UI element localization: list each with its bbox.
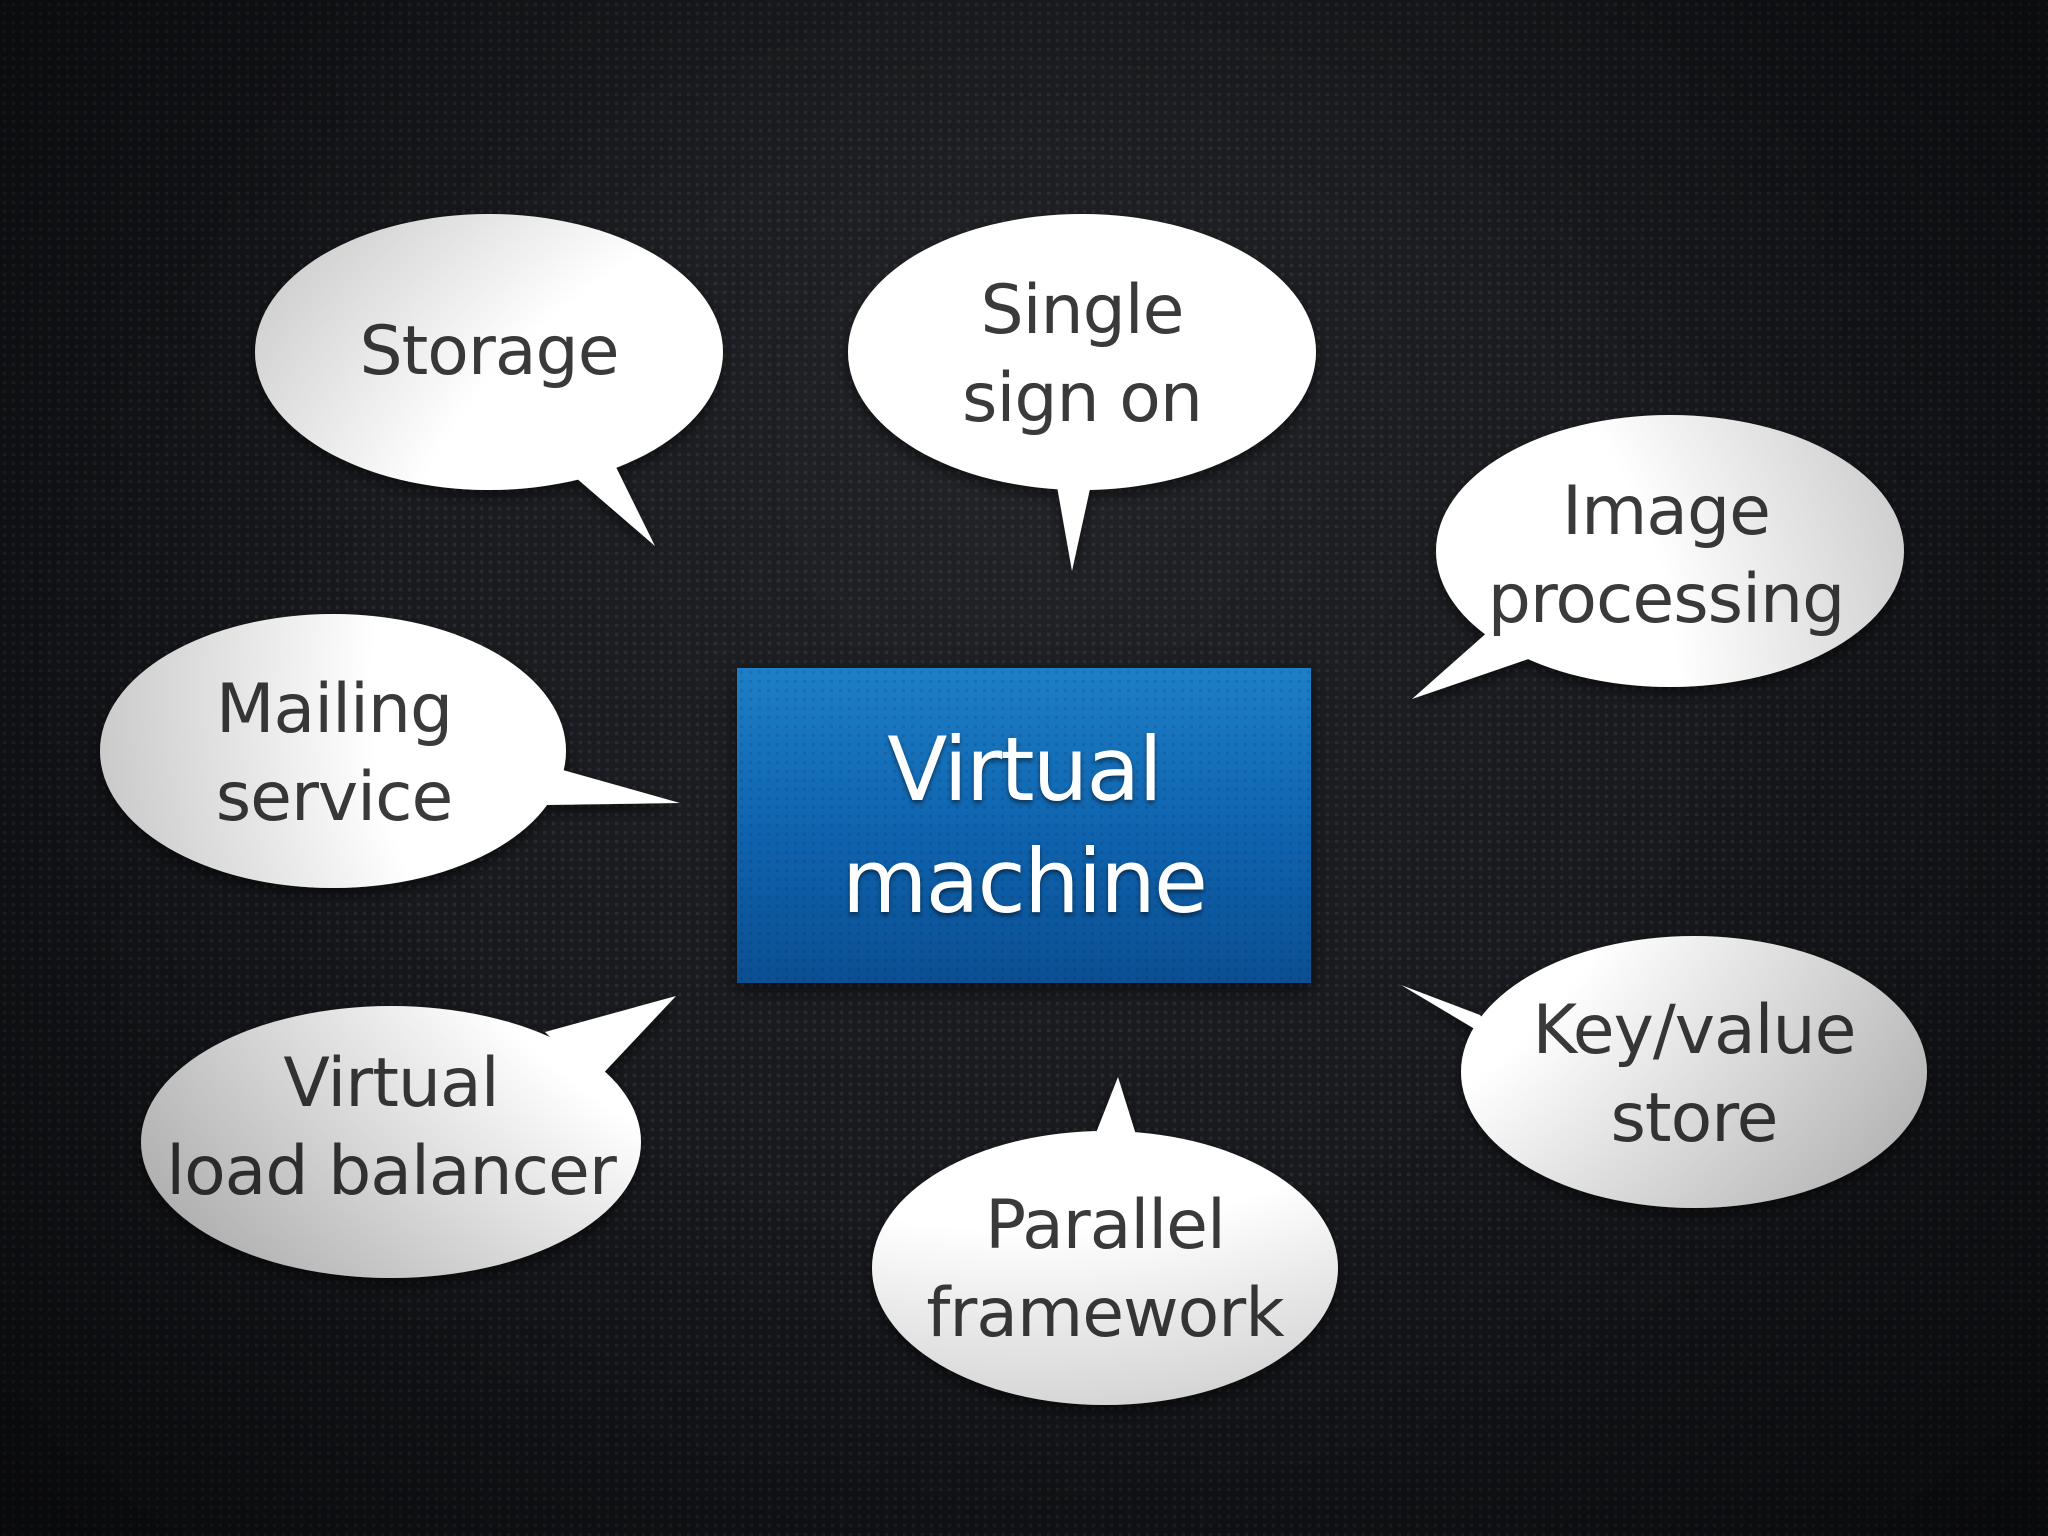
virtual-machine-box: Virtual machine (737, 668, 1311, 983)
parallel-framework-label: Parallel framework (926, 1186, 1284, 1353)
speech-bubble-key-value-store (1401, 936, 1927, 1208)
speech-bubble-storage (255, 214, 723, 546)
image-processing-label: Image processing (1487, 472, 1845, 639)
speech-bubble-parallel-framework (872, 1077, 1338, 1405)
speech-bubble-virtual-load-balancer (141, 996, 676, 1278)
speech-bubble-mailing-service (100, 614, 680, 888)
key-value-store-label: Key/value store (1532, 991, 1857, 1158)
single-sign-on-label: Single sign on (962, 271, 1203, 438)
storage-label: Storage (359, 312, 619, 391)
speech-bubble-image-processing (1412, 415, 1904, 699)
mailing-service-label: Mailing service (215, 670, 454, 837)
speech-bubble-single-sign-on (848, 214, 1316, 571)
virtual-machine-label: Virtual machine (841, 717, 1208, 933)
virtual-load-balancer-label: Virtual load balancer (166, 1044, 617, 1211)
